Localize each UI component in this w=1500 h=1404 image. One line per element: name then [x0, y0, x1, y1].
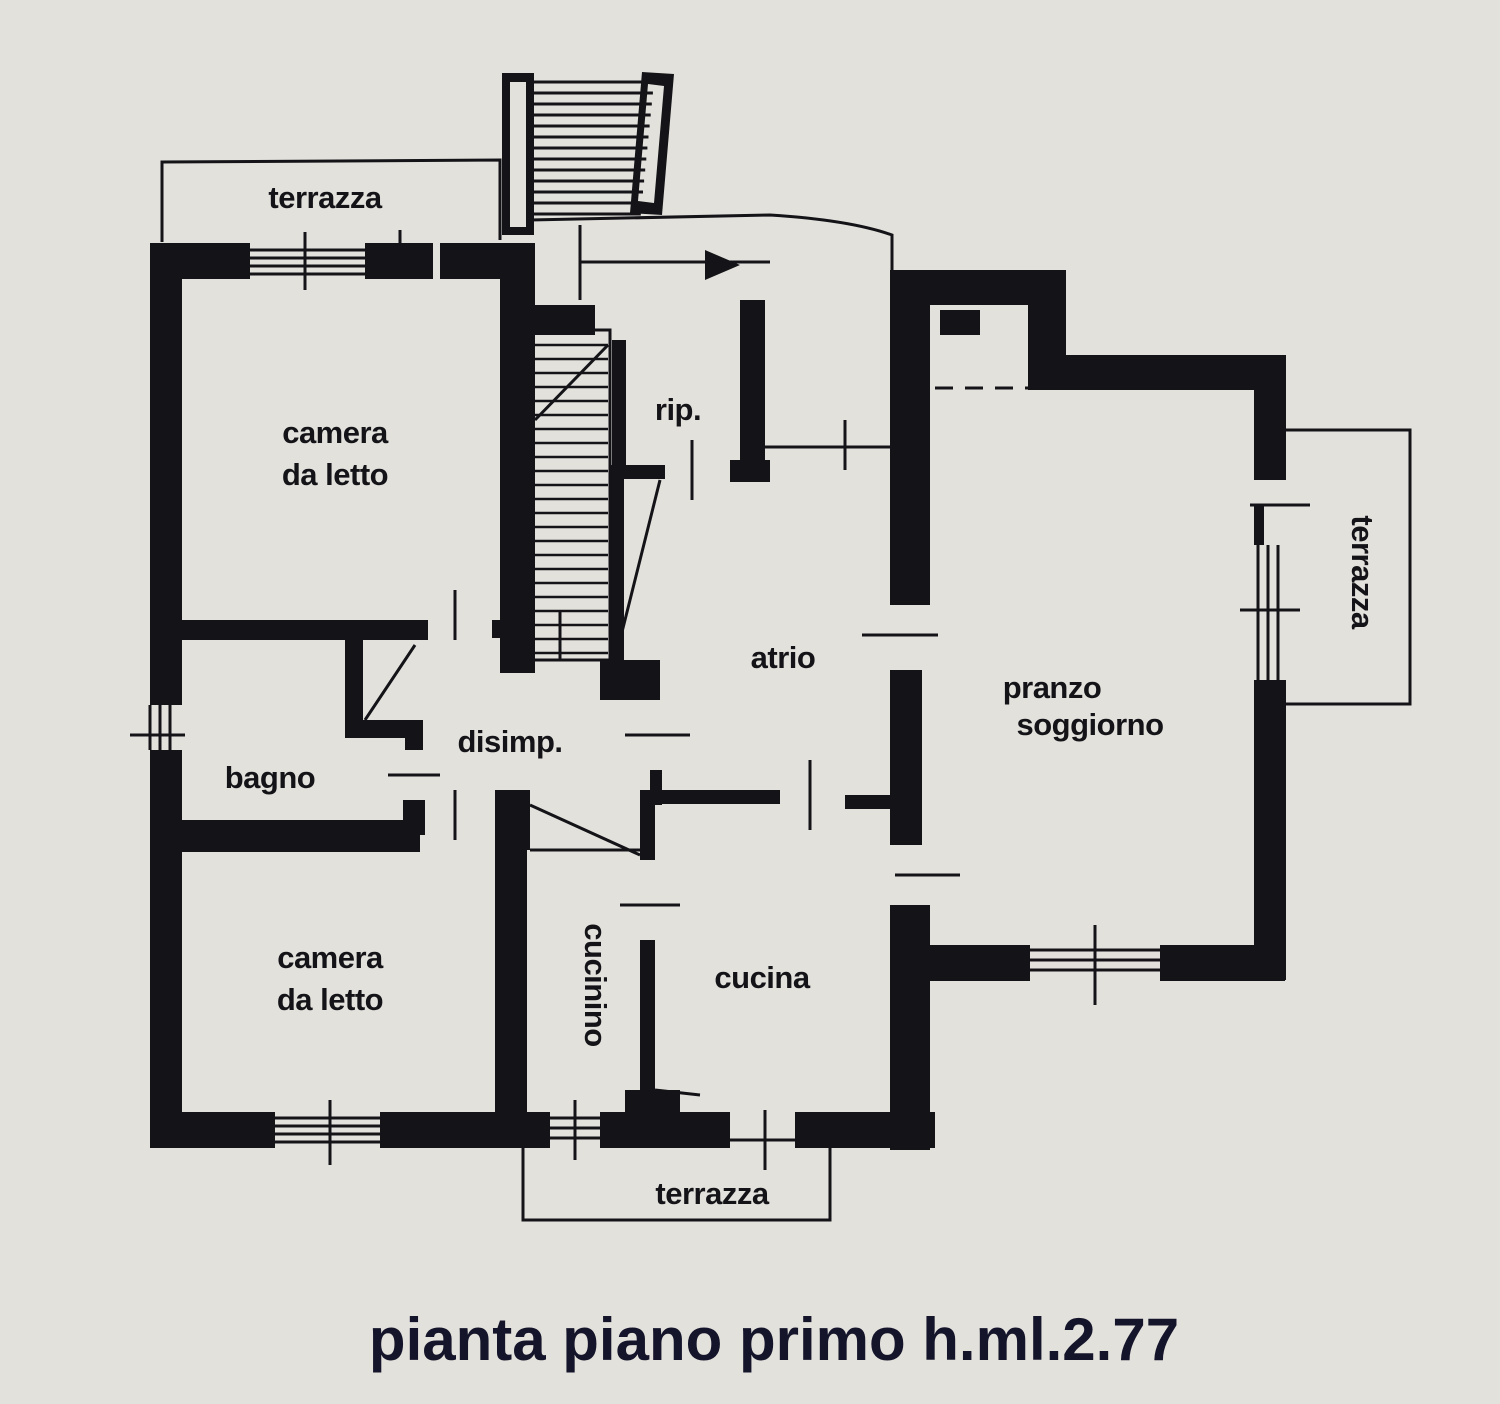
label-living-line2: soggiorno — [1016, 707, 1163, 742]
label-hallway: disimp. — [457, 724, 562, 759]
terrace-east-outline — [1285, 428, 1412, 706]
upper-landing-outline — [529, 213, 894, 448]
label-storage: rip. — [655, 392, 701, 427]
label-living-line1: pranzo — [1003, 670, 1102, 705]
door-swings — [363, 644, 701, 1097]
label-terrace-east: terrazza — [1345, 515, 1380, 629]
stair-direction-arrow — [705, 250, 740, 280]
terrace-south-outline — [521, 1140, 832, 1222]
terrace-north-outline — [160, 158, 502, 242]
thin-outlines — [160, 158, 1412, 1222]
label-atrium: atrio — [751, 640, 816, 675]
label-terrace-south: terrazza — [655, 1176, 769, 1211]
walls — [150, 243, 1286, 1150]
windows — [130, 230, 1310, 1170]
label-bedroom-1-line2: da letto — [282, 457, 388, 492]
internal-stair — [528, 328, 662, 662]
external-stair — [502, 72, 770, 300]
label-bedroom-2-line1: camera — [277, 940, 384, 975]
label-bedroom-2-line2: da letto — [277, 982, 383, 1017]
label-bathroom: bagno — [225, 760, 316, 795]
label-terrace-north: terrazza — [268, 180, 382, 215]
label-kitchenette: cucinino — [578, 923, 613, 1046]
plan-caption: pianta piano primo h.ml.2.77 — [369, 1306, 1179, 1373]
label-bedroom-1-line1: camera — [282, 415, 389, 450]
label-kitchen: cucina — [714, 960, 810, 995]
room-labels: terrazza camera da letto rip. atrio pran… — [225, 180, 1380, 1211]
